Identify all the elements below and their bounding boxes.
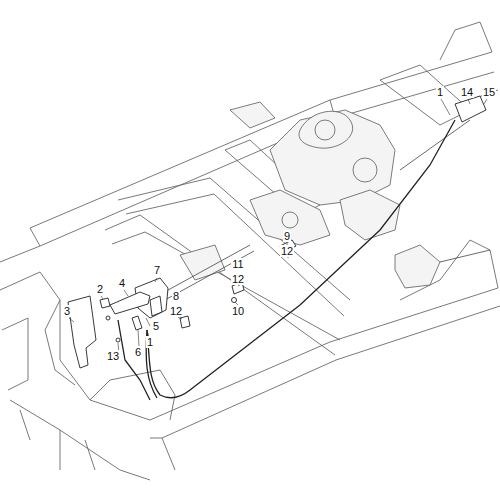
callout-number: 15 [482, 86, 496, 98]
callout-number: 10 [231, 305, 245, 317]
callout-number: 7 [153, 264, 161, 276]
callout-number: 8 [172, 290, 180, 302]
callout-number: 2 [96, 283, 104, 295]
drivetrain [180, 102, 440, 288]
bolt [232, 298, 237, 303]
spring [132, 316, 142, 330]
callout-number: 6 [134, 346, 142, 358]
callout-number: 11 [231, 258, 244, 270]
callout-number: 9 [283, 230, 291, 242]
callout-number: 12 [280, 245, 294, 257]
frame [0, 22, 500, 480]
callout-number: 12 [169, 305, 183, 317]
callout-number: 3 [63, 305, 71, 317]
parts [68, 96, 486, 368]
callout-number: 12 [231, 273, 245, 285]
callout-number: 13 [106, 350, 120, 362]
callout-number: 14 [460, 86, 474, 98]
bracket-plate [68, 296, 96, 368]
callout-number: 4 [118, 277, 126, 289]
brake-cable [118, 120, 455, 400]
lever [110, 292, 150, 314]
bolt [116, 338, 120, 342]
clip [100, 298, 110, 308]
callout-number: 1 [146, 336, 154, 348]
pedal-bracket [150, 296, 162, 316]
bolt [106, 316, 110, 320]
leader-lines [69, 99, 487, 355]
callout-number: 5 [152, 320, 160, 332]
callout-number: 1 [436, 86, 444, 98]
cable-clip [180, 316, 190, 328]
heat-shield [455, 96, 486, 122]
